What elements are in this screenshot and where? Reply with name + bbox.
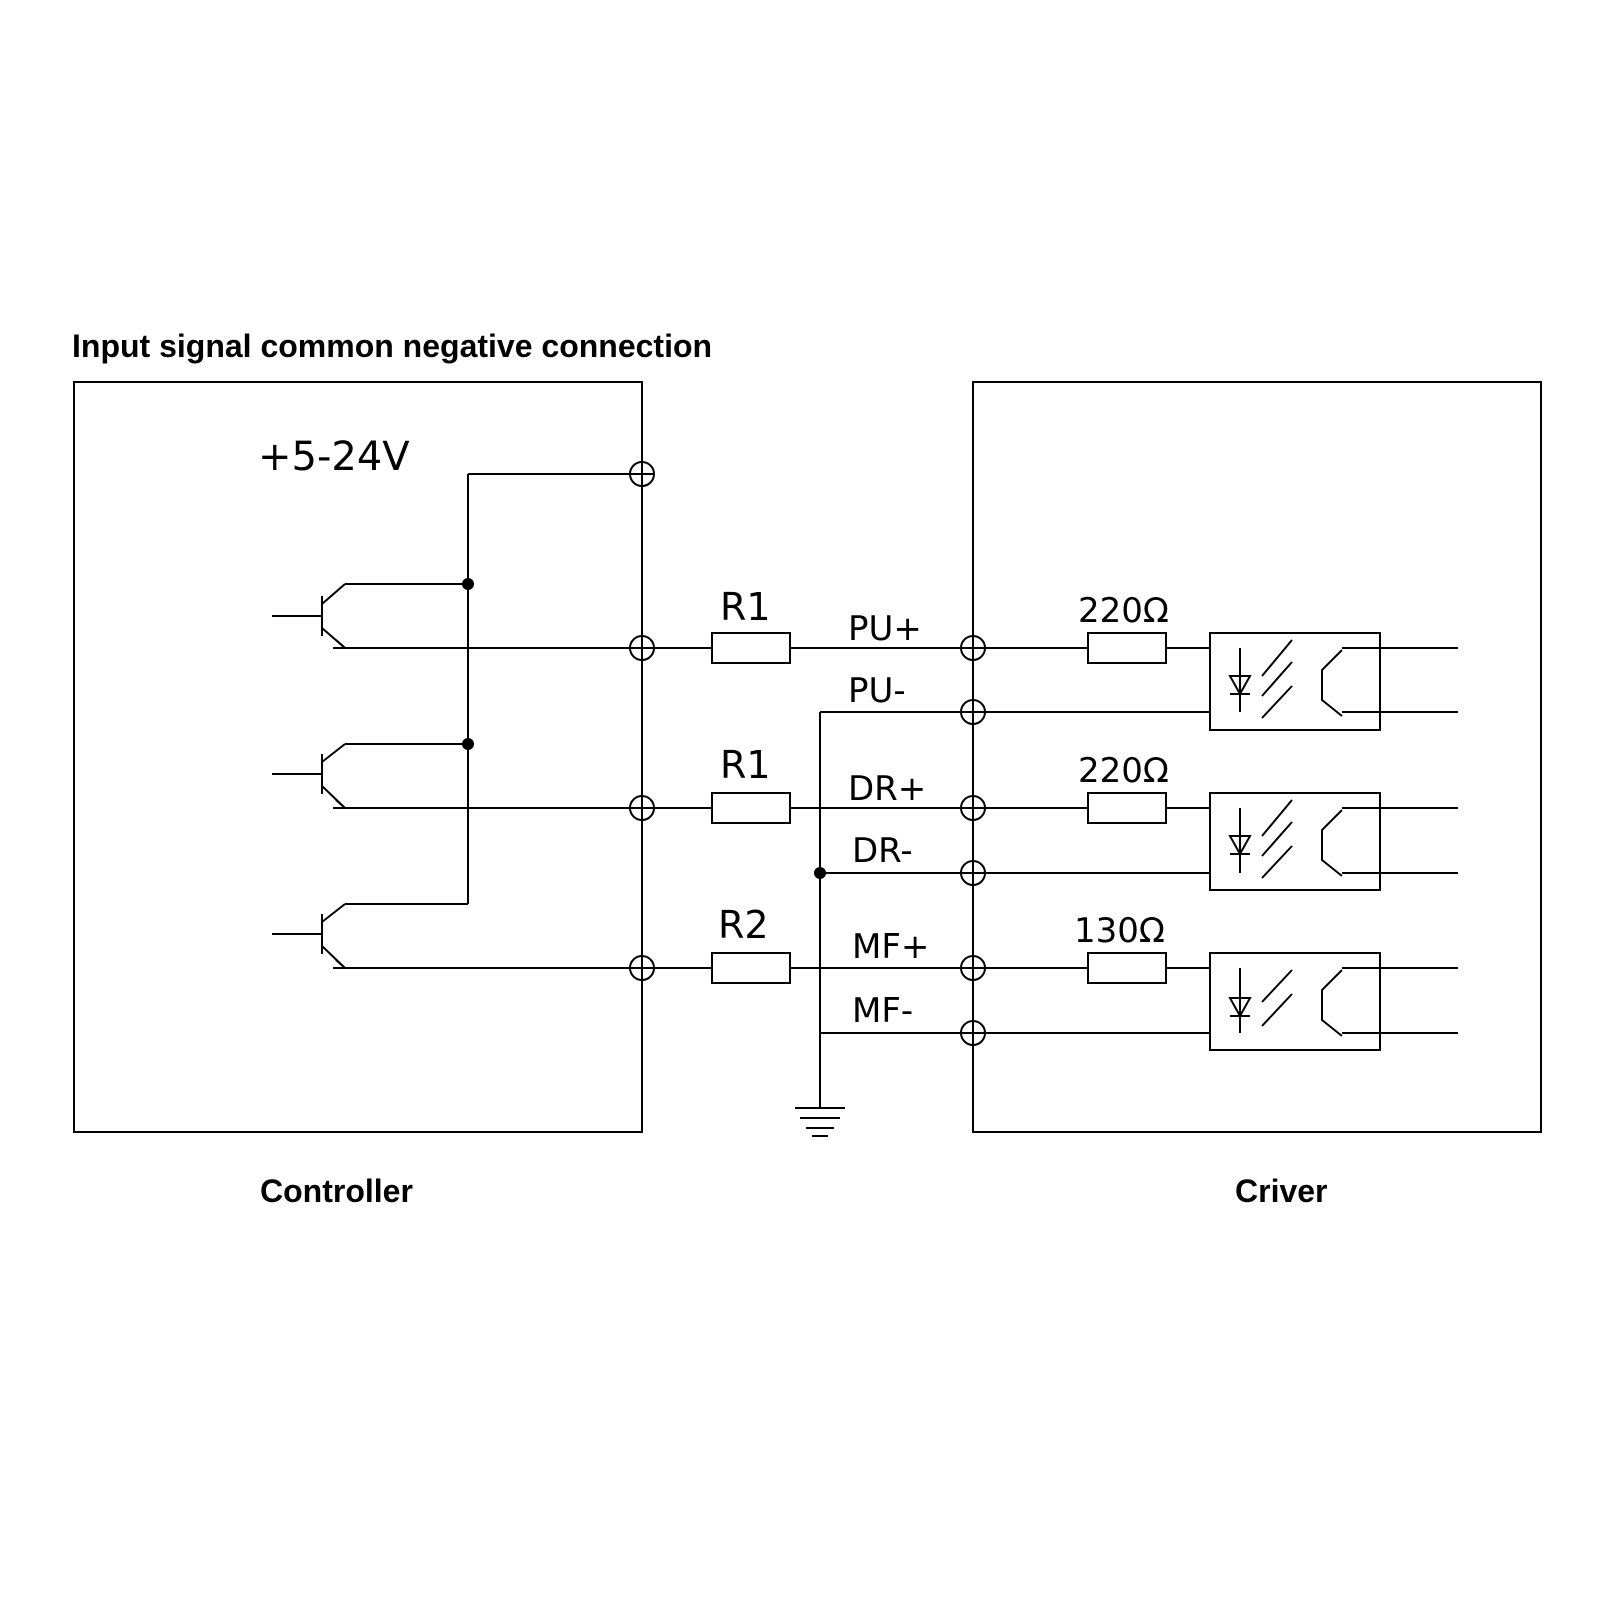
internal-resistor-mf <box>1087 952 1167 984</box>
resistor-r2-mf <box>711 952 791 984</box>
supply-junction-dot <box>462 738 474 750</box>
terminal-label-dr-plus: DR+ <box>848 769 926 809</box>
supply-bus <box>345 461 655 905</box>
channel-dr: R1 DR+ DR- 220Ω <box>272 738 1458 891</box>
channel-mf: R2 MF+ MF- 130Ω <box>272 903 1458 1051</box>
channel-pu: R1 PU+ PU- 220Ω <box>272 578 1458 731</box>
ground-junction-dot <box>814 867 826 879</box>
driver-box <box>972 381 1542 1133</box>
internal-resistor-label-dr: 220Ω <box>1078 751 1169 791</box>
resistor-r1-dr <box>711 792 791 824</box>
resistor-label-pu: R1 <box>720 585 771 629</box>
terminal-label-pu-minus: PU- <box>848 671 906 711</box>
internal-resistor-label-pu: 220Ω <box>1078 591 1169 631</box>
controller-box <box>73 381 643 1133</box>
internal-resistor-pu <box>1087 632 1167 664</box>
controller-caption: Controller <box>260 1173 413 1209</box>
optocoupler-dr <box>1209 792 1381 891</box>
supply-voltage-label: +5-24V <box>258 434 410 480</box>
resistor-r1-pu <box>711 632 791 664</box>
internal-resistor-label-mf: 130Ω <box>1074 911 1165 951</box>
terminal-label-mf-minus: MF- <box>852 991 913 1031</box>
supply-junction-dot <box>462 578 474 590</box>
driver-caption: Criver <box>1235 1173 1328 1209</box>
resistor-label-dr: R1 <box>720 743 771 787</box>
internal-resistor-dr <box>1087 792 1167 824</box>
terminal-label-dr-minus: DR- <box>852 831 913 871</box>
optocoupler-mf <box>1209 952 1381 1051</box>
terminal-label-mf-plus: MF+ <box>852 927 929 967</box>
terminal-label-pu-plus: PU+ <box>848 609 922 649</box>
common-negative-bus <box>814 711 973 1108</box>
diagram-title: Input signal common negative connection <box>72 328 712 364</box>
ground-symbol <box>795 1107 845 1137</box>
resistor-label-mf: R2 <box>718 903 769 947</box>
optocoupler-pu <box>1209 632 1381 731</box>
